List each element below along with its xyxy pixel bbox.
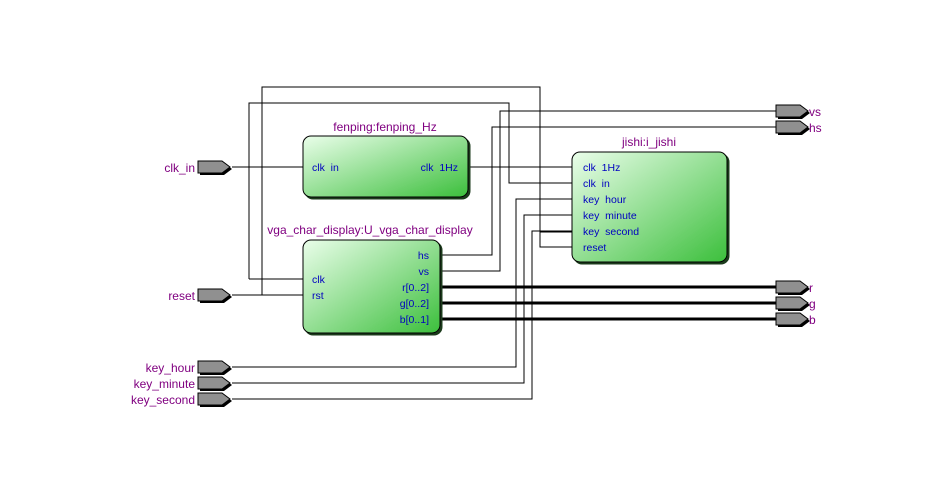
port-label: hs (418, 250, 429, 262)
block-jishi[interactable]: jishi:i_jishi clk 1Hz clk in key hour ke… (571, 135, 728, 263)
block-body (571, 151, 728, 263)
wires (232, 86, 776, 400)
port-label: reset (583, 242, 606, 254)
block-body (302, 239, 441, 334)
wire-vs[interactable] (440, 110, 776, 272)
block-instance-label: vga_char_display:U_vga_char_display (267, 223, 472, 237)
port-label: key hour (583, 194, 627, 206)
wire-key-minute[interactable] (232, 214, 572, 384)
wire-key-hour[interactable] (232, 198, 572, 368)
output-pin-label: r (809, 281, 813, 295)
output-pin-hs[interactable]: hs (775, 120, 822, 135)
input-pin-key-minute[interactable]: key_minute (134, 376, 232, 391)
port-label: vs (419, 266, 430, 278)
port-label: b[0..1] (400, 314, 429, 326)
output-pin-g[interactable]: g (775, 296, 816, 311)
output-pin-vs[interactable]: vs (775, 104, 821, 119)
block-instance-label: fenping:fenping_Hz (333, 120, 436, 134)
block-body (302, 135, 469, 198)
port-label: clk in (312, 162, 339, 174)
input-pin-label: key_hour (146, 361, 195, 375)
port-label: key minute (583, 210, 637, 222)
input-pin-label: reset (168, 289, 195, 303)
port-label: clk (312, 274, 326, 286)
input-pin-clk-in[interactable]: clk_in (164, 160, 232, 175)
input-pins: clk_in reset key_hour key_minute key_sec… (131, 160, 232, 407)
wire-hs[interactable] (440, 126, 776, 256)
output-pins: vs hs r g b (775, 104, 822, 327)
port-label: clk in (583, 178, 610, 190)
input-pin-key-hour[interactable]: key_hour (146, 360, 232, 375)
output-pin-label: g (809, 297, 816, 311)
input-pin-label: key_minute (134, 377, 196, 391)
port-label: clk 1Hz (421, 162, 458, 174)
wire-key-second[interactable] (232, 230, 572, 400)
input-pin-label: clk_in (164, 161, 195, 175)
input-pin-key-second[interactable]: key_second (131, 392, 232, 407)
wire-clk-in-vga[interactable] (248, 102, 572, 279)
block-instance-label: jishi:i_jishi (621, 135, 676, 149)
port-label: r[0..2] (402, 282, 429, 294)
port-label: g[0..2] (400, 298, 429, 310)
block-fenping[interactable]: fenping:fenping_Hz clk in clk 1Hz (302, 120, 469, 198)
output-pin-label: vs (809, 105, 821, 119)
port-label: rst (312, 290, 324, 302)
input-pin-label: key_second (131, 393, 195, 407)
input-pin-reset[interactable]: reset (168, 288, 232, 303)
output-pin-r[interactable]: r (775, 280, 813, 295)
wire-reset[interactable] (232, 232, 572, 296)
block-vga-char-display[interactable]: vga_char_display:U_vga_char_display clk … (267, 223, 473, 334)
port-label: key second (583, 226, 639, 238)
port-label: clk 1Hz (583, 162, 620, 174)
output-pin-b[interactable]: b (775, 312, 816, 327)
output-pin-label: hs (809, 121, 822, 135)
output-pin-label: b (809, 313, 816, 327)
